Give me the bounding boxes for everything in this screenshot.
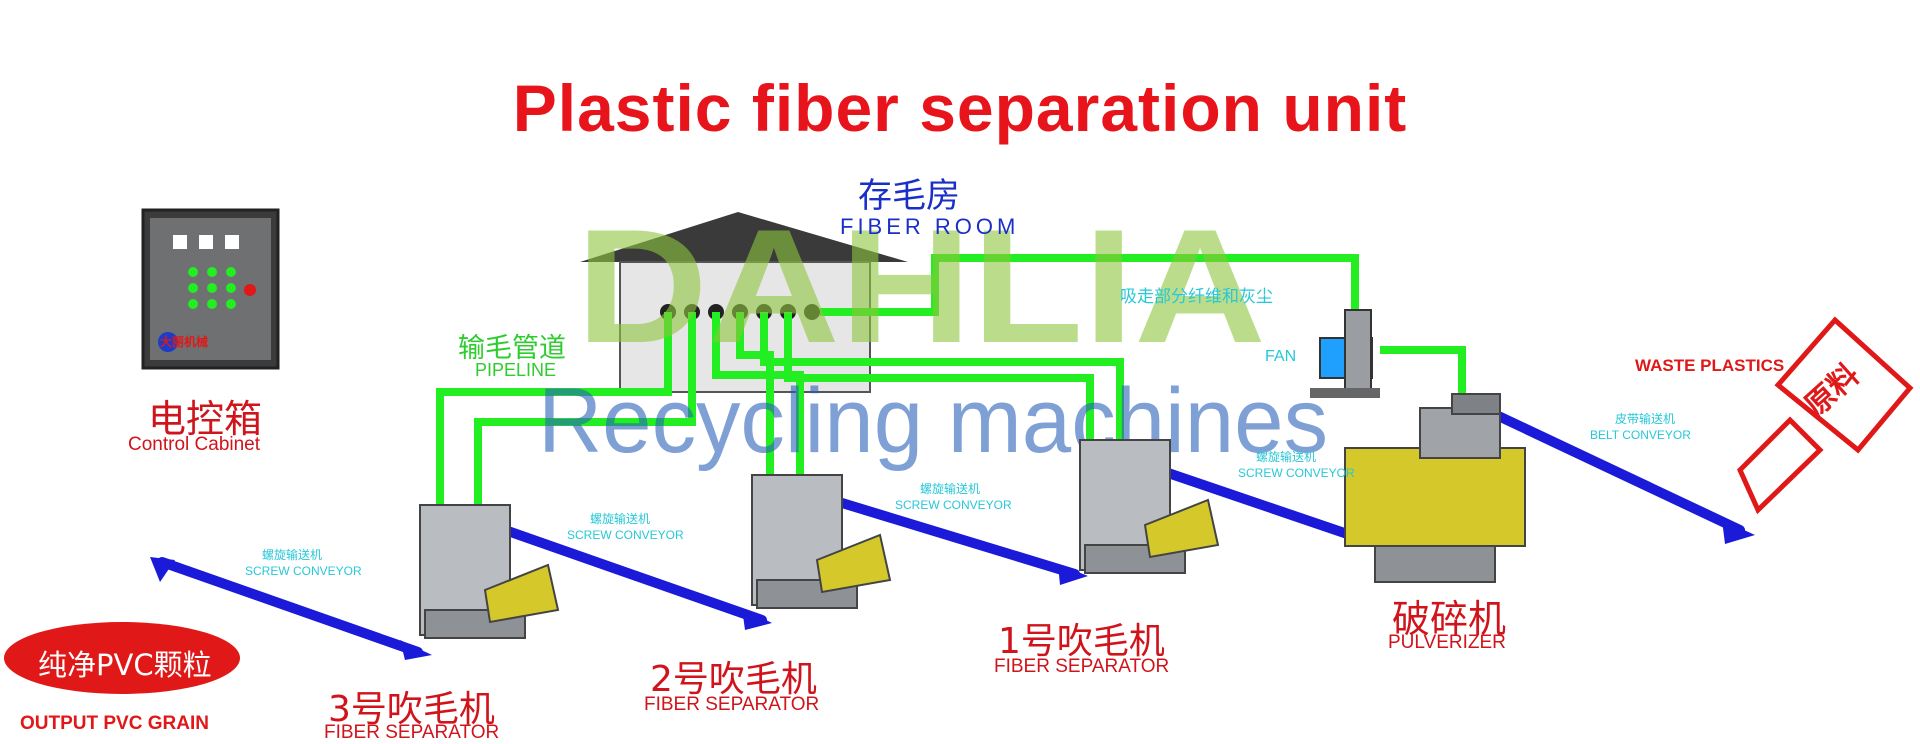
separator-3-label-cn: 3号吹毛机 bbox=[328, 689, 495, 730]
separator-3-label-en: FIBER SEPARATOR bbox=[324, 722, 500, 743]
fiber-room-label-en: FIBER ROOM bbox=[840, 214, 1020, 239]
pulverizer-machine bbox=[1344, 393, 1526, 583]
separator-1-label-en: FIBER SEPARATOR bbox=[994, 656, 1170, 677]
separator-2-label-en: FIBER SEPARATOR bbox=[644, 694, 820, 715]
screw-conveyor-4-label-en: SCREW CONVEYOR bbox=[245, 564, 362, 578]
screw-conveyor-3-label-cn: 螺旋输送机 bbox=[590, 512, 651, 526]
fiber-separator-3-machine bbox=[419, 504, 560, 639]
screw-conveyor-2-label-en: SCREW CONVEYOR bbox=[895, 498, 1012, 512]
screw-conveyor-1-label-cn: 螺旋输送机 bbox=[1256, 450, 1317, 464]
pipeline-network bbox=[436, 254, 1466, 508]
watermark-tagline: Recycling machines bbox=[538, 370, 1328, 472]
screw-conveyor-4-label-cn: 螺旋输送机 bbox=[262, 548, 323, 562]
conveyor-arrowheads bbox=[150, 520, 1755, 660]
watermark-brand: DAHLIA bbox=[576, 196, 1266, 377]
pulverizer-label-en: PULVERIZER bbox=[1388, 632, 1506, 653]
separator-2-label-cn: 2号吹毛机 bbox=[650, 659, 817, 700]
pulverizer-label-cn: 破碎机 bbox=[1392, 597, 1507, 641]
fan-unit bbox=[1310, 309, 1380, 398]
raw-material-arrow bbox=[1737, 316, 1914, 515]
cabinet-logo-text: 大丽机械 bbox=[160, 335, 209, 349]
pipeline-label-en: PIPELINE bbox=[475, 360, 557, 380]
control-cabinet-label-en: Control Cabinet bbox=[128, 434, 261, 455]
fiber-room-label-cn: 存毛房 bbox=[858, 176, 960, 216]
fan-note-cn: 吸走部分纤维和灰尘 bbox=[1120, 287, 1273, 307]
output-ellipse bbox=[4, 622, 240, 694]
fiber-separator-1-machine bbox=[1079, 439, 1220, 574]
fan-label: FAN bbox=[1265, 348, 1297, 365]
page-title: Plastic fiber separation unit bbox=[512, 71, 1408, 145]
screw-conveyor-2-label-cn: 螺旋输送机 bbox=[920, 482, 981, 496]
pipeline-label-cn: 输毛管道 bbox=[458, 333, 566, 364]
waste-plastics-label: WASTE PLASTICS bbox=[1635, 356, 1785, 375]
control-cabinet-box bbox=[141, 208, 280, 370]
screw-conveyor-1-label-en: SCREW CONVEYOR bbox=[1238, 466, 1355, 480]
separator-1-label-cn: 1号吹毛机 bbox=[998, 621, 1165, 662]
watermark-logo: DAHLIA Recycling machines bbox=[538, 196, 1328, 472]
control-cabinet-label-cn: 电控箱 bbox=[148, 397, 263, 441]
fiber-separator-2-machine bbox=[751, 474, 892, 609]
output-label-en: OUTPUT PVC GRAIN bbox=[20, 713, 209, 734]
screw-conveyor-3-label-en: SCREW CONVEYOR bbox=[567, 528, 684, 542]
fiber-room-building bbox=[580, 212, 908, 393]
output-label-cn: 纯净PVC颗粒 bbox=[38, 648, 212, 682]
belt-conveyor-label-en: BELT CONVEYOR bbox=[1590, 428, 1691, 442]
belt-conveyor-label-cn: 皮带输送机 bbox=[1615, 412, 1676, 426]
